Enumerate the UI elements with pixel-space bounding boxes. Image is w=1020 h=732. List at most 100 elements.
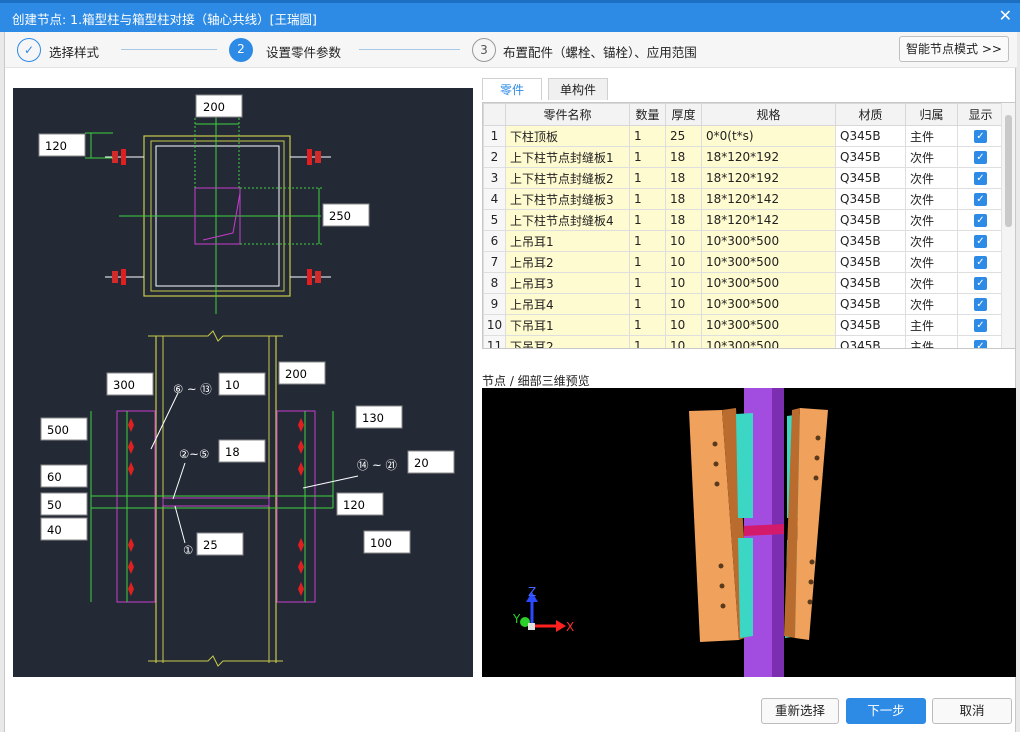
table-cell[interactable]: 18: [665, 167, 702, 189]
smart-node-mode-button[interactable]: 智能节点模式 >>: [899, 36, 1009, 62]
column-header[interactable]: 数量: [629, 103, 666, 126]
table-cell[interactable]: 主件: [905, 125, 958, 147]
table-cell[interactable]: 10: [665, 314, 702, 336]
table-cell[interactable]: 18*120*192: [701, 146, 836, 168]
table-cell[interactable]: 上吊耳3: [505, 272, 630, 294]
table-cell[interactable]: 次件: [905, 146, 958, 168]
table-cell[interactable]: 10: [665, 230, 702, 252]
table-cell[interactable]: Q345B: [835, 146, 906, 168]
table-cell[interactable]: 次件: [905, 272, 958, 294]
tab-parts[interactable]: 零件: [482, 78, 542, 100]
table-cell[interactable]: 次件: [905, 188, 958, 210]
dim-label-20[interactable]: 20: [407, 450, 455, 474]
display-checkbox[interactable]: ✓: [957, 335, 1004, 348]
dim-label-120-top[interactable]: 120: [38, 133, 86, 157]
dim-label-200-top[interactable]: 200: [195, 94, 243, 118]
table-cell[interactable]: 10: [665, 293, 702, 315]
table-cell[interactable]: 次件: [905, 167, 958, 189]
table-cell[interactable]: 18: [665, 146, 702, 168]
table-cell[interactable]: 1: [629, 146, 666, 168]
table-cell[interactable]: 主件: [905, 314, 958, 336]
display-checkbox[interactable]: ✓: [957, 125, 1004, 147]
dim-label-50[interactable]: 50: [40, 492, 88, 516]
scroll-thumb[interactable]: [1005, 115, 1012, 227]
table-cell[interactable]: 10*300*500: [701, 272, 836, 294]
display-checkbox[interactable]: ✓: [957, 251, 1004, 273]
checkbox-checked-icon[interactable]: ✓: [974, 235, 987, 248]
table-cell[interactable]: 10: [665, 272, 702, 294]
display-checkbox[interactable]: ✓: [957, 188, 1004, 210]
table-cell[interactable]: 次件: [905, 209, 958, 231]
display-checkbox[interactable]: ✓: [957, 293, 1004, 315]
cancel-button[interactable]: 取消: [932, 698, 1012, 724]
display-checkbox[interactable]: ✓: [957, 209, 1004, 231]
table-cell[interactable]: 下吊耳2: [505, 335, 630, 348]
table-cell[interactable]: 上下柱节点封缝板3: [505, 188, 630, 210]
dim-label-120-bottom[interactable]: 120: [336, 492, 384, 516]
checkbox-checked-icon[interactable]: ✓: [974, 130, 987, 143]
table-cell[interactable]: 上下柱节点封缝板4: [505, 209, 630, 231]
table-cell[interactable]: 25: [665, 125, 702, 147]
table-cell[interactable]: 1: [629, 251, 666, 273]
table-cell[interactable]: 10: [665, 251, 702, 273]
checkbox-checked-icon[interactable]: ✓: [974, 277, 987, 290]
table-cell[interactable]: 1: [629, 167, 666, 189]
column-header[interactable]: 归属: [905, 103, 958, 126]
table-cell[interactable]: 1: [629, 125, 666, 147]
dim-label-25[interactable]: 25: [196, 532, 244, 556]
table-cell[interactable]: Q345B: [835, 167, 906, 189]
display-checkbox[interactable]: ✓: [957, 167, 1004, 189]
cad-drawing-canvas[interactable]: 200 120 250: [13, 88, 473, 677]
table-cell[interactable]: 10*300*500: [701, 314, 836, 336]
table-cell[interactable]: 1: [629, 335, 666, 348]
dim-label-200-bottom[interactable]: 200: [278, 361, 326, 385]
table-cell[interactable]: 10*300*500: [701, 230, 836, 252]
table-cell[interactable]: 上下柱节点封缝板2: [505, 167, 630, 189]
dim-label-300[interactable]: 300: [106, 372, 154, 396]
table-cell[interactable]: 18*120*142: [701, 209, 836, 231]
table-scrollbar[interactable]: [1001, 103, 1015, 348]
checkbox-checked-icon[interactable]: ✓: [974, 256, 987, 269]
dim-label-250[interactable]: 250: [322, 203, 370, 227]
column-header[interactable]: [483, 103, 506, 126]
table-cell[interactable]: 1: [629, 209, 666, 231]
table-cell[interactable]: 18*120*142: [701, 188, 836, 210]
column-header[interactable]: 规格: [701, 103, 836, 126]
dim-label-18[interactable]: 18: [218, 439, 266, 463]
column-header[interactable]: 材质: [835, 103, 906, 126]
checkbox-checked-icon[interactable]: ✓: [974, 298, 987, 311]
dim-label-100[interactable]: 100: [363, 530, 411, 554]
table-cell[interactable]: 18*120*192: [701, 167, 836, 189]
table-cell[interactable]: 10*300*500: [701, 335, 836, 348]
table-cell[interactable]: Q345B: [835, 293, 906, 315]
table-cell[interactable]: 上吊耳1: [505, 230, 630, 252]
table-cell[interactable]: Q345B: [835, 230, 906, 252]
checkbox-checked-icon[interactable]: ✓: [974, 151, 987, 164]
dim-label-500[interactable]: 500: [40, 417, 88, 441]
dim-label-10[interactable]: 10: [218, 372, 266, 396]
3d-preview-viewport[interactable]: Z X Y: [482, 388, 1016, 677]
close-icon[interactable]: ✕: [998, 6, 1012, 25]
table-cell[interactable]: 0*0(t*s): [701, 125, 836, 147]
table-cell[interactable]: 10*300*500: [701, 293, 836, 315]
table-cell[interactable]: 上吊耳2: [505, 251, 630, 273]
table-cell[interactable]: 上吊耳4: [505, 293, 630, 315]
display-checkbox[interactable]: ✓: [957, 230, 1004, 252]
table-cell[interactable]: 1: [629, 293, 666, 315]
table-cell[interactable]: Q345B: [835, 314, 906, 336]
table-cell[interactable]: Q345B: [835, 272, 906, 294]
table-cell[interactable]: 18: [665, 188, 702, 210]
table-cell[interactable]: 主件: [905, 335, 958, 348]
table-cell[interactable]: Q345B: [835, 209, 906, 231]
table-cell[interactable]: 1: [629, 188, 666, 210]
table-cell[interactable]: 1: [629, 314, 666, 336]
table-cell[interactable]: 上下柱节点封缝板1: [505, 146, 630, 168]
